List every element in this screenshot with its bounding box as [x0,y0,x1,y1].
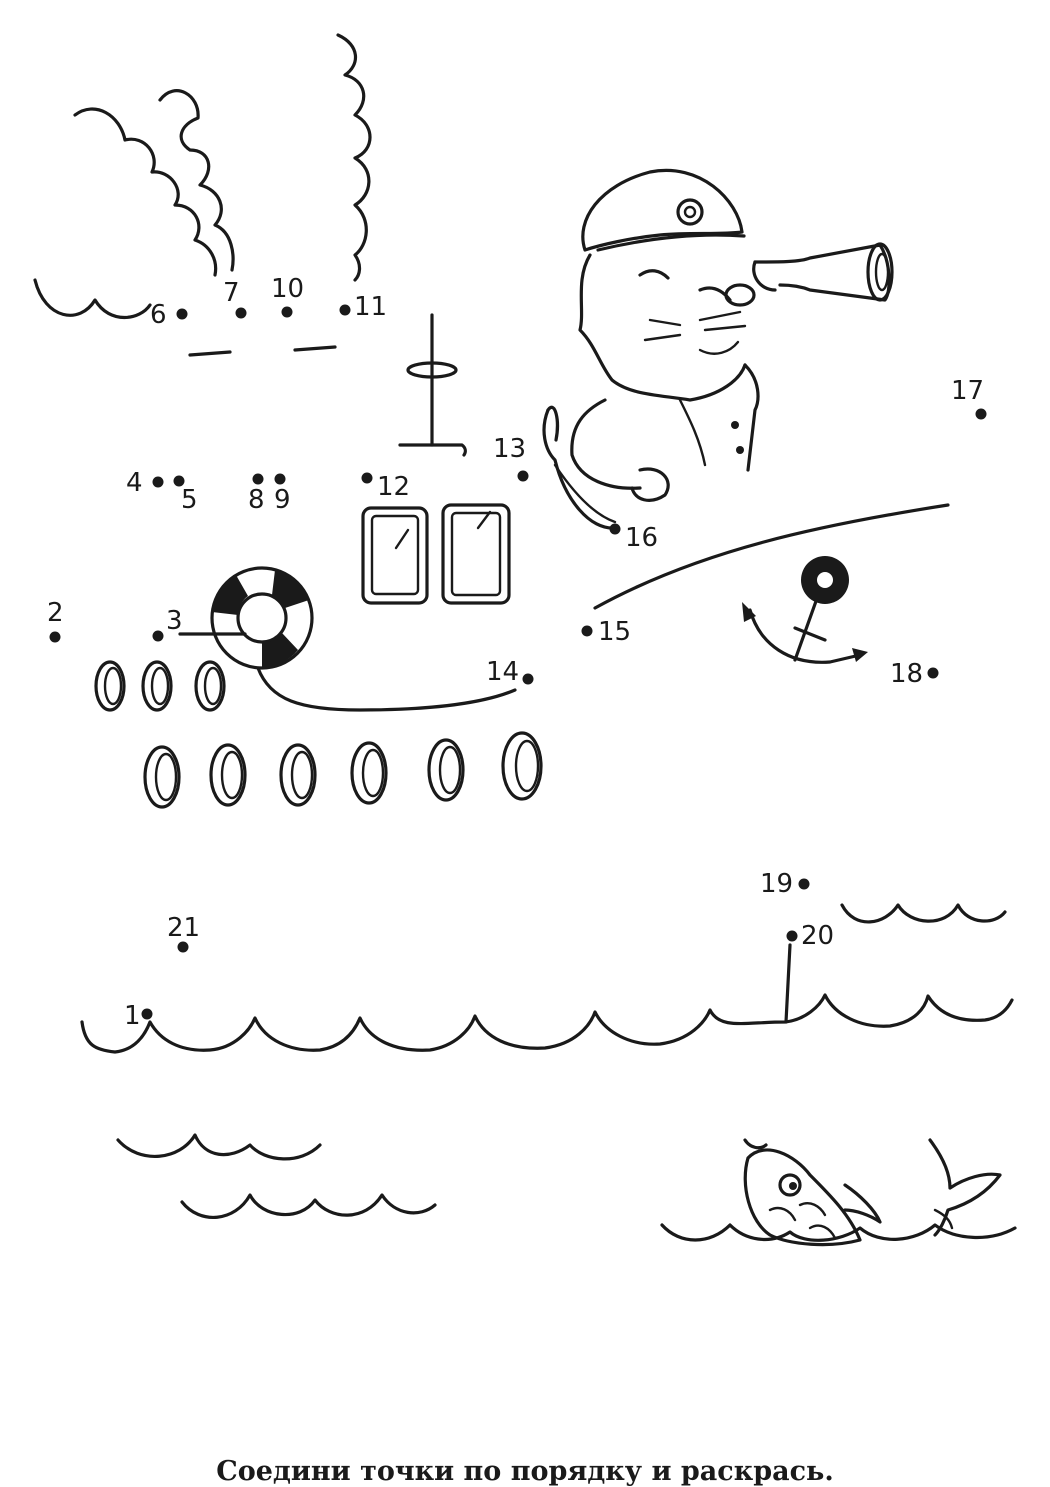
dot-label-2: 2 [47,598,64,628]
dot-label-6: 6 [150,300,167,330]
dot-9 [274,473,286,485]
dot-label-9: 9 [274,485,291,515]
dot-label-5: 5 [181,485,198,515]
dot-label-7: 7 [223,278,240,308]
dot-2 [49,631,61,643]
dot-20 [786,930,798,942]
anchor-icon [742,556,868,664]
dot-label-14: 14 [486,657,519,687]
mast [398,313,467,457]
life-ring-icon [178,566,517,712]
dot-17 [975,408,987,420]
dot-label-4: 4 [126,468,143,498]
dot-5 [173,475,185,487]
lion-captain [542,168,894,530]
fish-icon [743,1138,1002,1247]
dot-label-11: 11 [354,292,387,322]
dot-label-15: 15 [598,617,631,647]
dot-label-1: 1 [124,1001,141,1031]
dot-label-13: 13 [493,434,526,464]
dot-18 [927,667,939,679]
dot-19 [798,878,810,890]
dot-12 [361,472,373,484]
dot-label-10: 10 [271,274,304,304]
cabin-windows [361,503,511,605]
dot-7 [235,307,247,319]
dot-6 [176,308,188,320]
dot-1 [141,1008,153,1020]
dot-13 [517,470,529,482]
dot-label-17: 17 [951,376,984,406]
dot-8 [252,473,264,485]
dot-label-20: 20 [801,921,834,951]
sea-waves [80,903,1017,1242]
smoke-clouds [73,33,372,282]
dot-3 [152,630,164,642]
portholes [94,660,543,809]
dot-14 [522,673,534,685]
dot-10 [281,306,293,318]
dot-label-16: 16 [625,523,658,553]
dot-11 [339,304,351,316]
dot-label-12: 12 [377,472,410,502]
dot-label-8: 8 [248,485,265,515]
dot-label-21: 21 [167,913,200,943]
dot-label-3: 3 [166,606,183,636]
dot-15 [581,625,593,637]
instruction-caption: Соедини точки по порядку и раскрась. [216,1456,834,1487]
dot-16 [609,523,621,535]
horizon-waves [33,278,337,357]
dot-4 [152,476,164,488]
dot-21 [177,941,189,953]
dot-label-18: 18 [890,659,923,689]
ship-bow [593,503,950,610]
dot-label-19: 19 [760,869,793,899]
